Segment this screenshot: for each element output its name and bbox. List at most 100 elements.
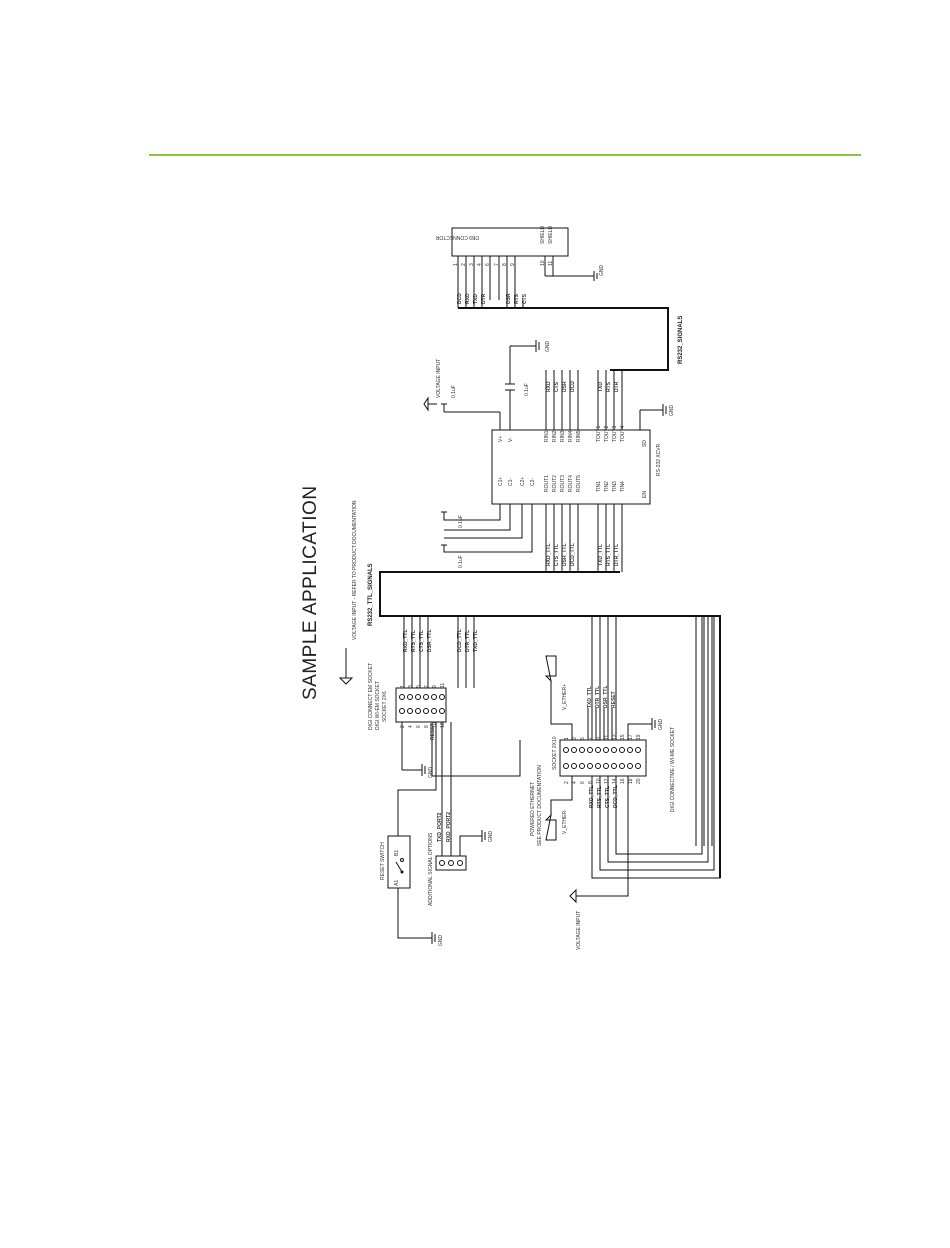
reset-switch: RESET SWITCH A1 B1 GND [380,722,444,946]
socket1-pin-num-1: 1 [400,685,406,688]
socket2-top-reset: RESET [611,691,617,708]
capacitors: VOLTAGE INPUT 0.1uF GND 0.1uF 0.1uF 0.1u… [423,340,551,568]
reset-switch-pin-a1: A1 [394,880,400,886]
socket2-pin-num-9: 9 [596,737,602,740]
socket1-pin-11 [439,694,445,700]
voltage-input-label-bottom: VOLTAGE INPUT [576,911,582,950]
ethernet-note-1: POWERED ETHERNET [530,782,536,836]
socket1-signal-dcd_ttl: DCD_TTL [457,629,463,652]
db9-title: DB9 CONNECTOR [435,234,479,240]
option-txd-port2: TXD_PORT2 [437,812,443,842]
xcvr-pin-rin5: RIN5 [576,430,582,442]
xcvr-pin-v+: V+ [498,436,504,442]
xcvr-pin-rout5: ROUT5 [576,475,582,492]
socket2-pin-1 [563,747,569,753]
rs232-bus-label: RS232_SIGNALS [678,316,684,364]
options-header-body [435,855,467,871]
rs232-bus: RS232_SIGNALS [458,307,684,371]
signal-options: ADDITIONAL SIGNAL OPTIONS TXD_PORT2 RXD_… [428,722,494,906]
socket1-signal-txd_ttl: TXD_TTL [473,630,479,652]
socket2-top-dtr_ttl: DTR_TTL [595,686,601,708]
db9-shield-1: SHIELD [540,226,546,244]
option-rxd-port2: RXD_PORT2 [446,812,452,842]
socket2-top-dsr_ttl: DSR_TTL [603,686,609,709]
xcvr-pin-tout3: TOUT3 [612,425,618,442]
socket2-pin-num-20: 20 [636,778,642,784]
xcvr-rs-dsr: DSR [562,381,568,392]
xcvr-pin-c2-: C2- [530,478,536,486]
socket2-pin-num-18: 18 [628,778,634,784]
socket-2x10-title: SOCKET 2X10 [552,736,558,770]
db9-pin-9: 9 [510,263,516,266]
socket2-pin-18 [627,763,633,769]
socket1-pin-6 [415,708,421,714]
cap-4-value: 0.1uF [458,555,464,568]
socket1-pin-3 [407,694,413,700]
socket2-pin-num-11: 11 [604,735,610,740]
transceiver-title: RS-232 XCVR [656,443,662,476]
socket1-pin-2 [399,708,405,714]
socket-2x10-footer: DIGI CONNECTME / WI-ME SOCKET [670,727,676,812]
voltage-input-note: VOLTAGE INPUT - REFER TO PRODUCT DOCUMEN… [352,500,358,640]
xcvr-ttl-txd_ttl: TXD_TTL [598,544,604,566]
socket2-pin-7 [587,747,593,753]
socket1-signal-dsr_ttl: DSR_TTL [427,630,433,653]
xcvr-pin-c2+: C2+ [520,477,526,486]
xcvr-gnd-label: GND [669,405,675,417]
socket1-gnd: GND [428,767,434,779]
socket1-pin-9 [431,694,437,700]
xcvr-rs-dcd: DCD [570,381,576,392]
socket1-signal-cts_ttl: CTS_TTL [419,630,425,652]
xcvr-pin-tin1: TIN1 [596,481,602,492]
socket2-pin-num-13: 13 [612,734,618,740]
socket-2x10-body [559,739,647,777]
socket2-pin-19 [635,747,641,753]
xcvr-pin-c1-: C1- [508,478,514,486]
reset-switch-pin-b1: B1 [394,850,400,856]
v-ether-minus: V_ETHER- [562,809,568,834]
db9-gnd-label: GND [599,265,605,277]
socket1-pin-num-6: 6 [416,725,422,728]
socket2-pin-11 [603,747,609,753]
socket2-pin-20 [635,763,641,769]
db9-pin-7: 7 [494,263,500,266]
xcvr-rs-rts: RTS [606,381,612,392]
socket2-pin-num-6: 6 [580,781,586,784]
socket2-pin-num-8: 8 [588,781,594,784]
socket1-pin-num-8: 8 [424,725,430,728]
socket1-pin-num-7: 7 [424,685,430,688]
socket1-pin-num-3: 3 [408,685,414,688]
socket2-pin-10 [595,763,601,769]
socket2-pin-num-14: 14 [612,778,618,784]
socket2-pin-num-7: 7 [588,737,594,740]
socket2-pin-5 [579,747,585,753]
xcvr-pin-rout1: ROUT1 [544,475,550,492]
socket2-pin-8 [587,763,593,769]
xcvr-ttl-dcd_ttl: DCD_TTL [570,543,576,566]
socket2-pin-3 [571,747,577,753]
ethernet-note-2: SEE PRODUCT DOCUMENTATION [537,765,543,846]
socket2-pin-num-3: 3 [572,737,578,740]
reset-switch-title: RESET SWITCH [380,842,386,880]
socket2-pin-4 [571,763,577,769]
socket1-pin-num-5: 5 [416,685,422,688]
socket-2x6-title-2: DIGI WI-EM SOCKET [375,681,381,730]
socket-2x6-title-3: SOCKET 2X6 [382,691,388,722]
socket1-pin-12 [439,708,445,714]
reset-switch-body [387,835,411,889]
cap-vminus-gnd: GND [545,341,551,353]
xcvr-ttl-rxd_ttl: RXD_TTL [546,544,552,567]
xcvr-pin-v-: V- [508,437,514,442]
cap-2-value: 0.1uF [524,383,530,396]
db9-pin-1: 1 [453,263,459,266]
xcvr-en-label: EN [642,491,648,498]
xcvr-rs-txd: TXD [598,382,604,392]
db9-signal-rts: RTS [514,293,520,304]
socket1-pin-7 [423,694,429,700]
socket2-pin-17 [627,747,633,753]
header-rule [149,154,861,156]
socket-2x6-title-1: DIGI CONNECT EM SOCKET [368,663,374,730]
